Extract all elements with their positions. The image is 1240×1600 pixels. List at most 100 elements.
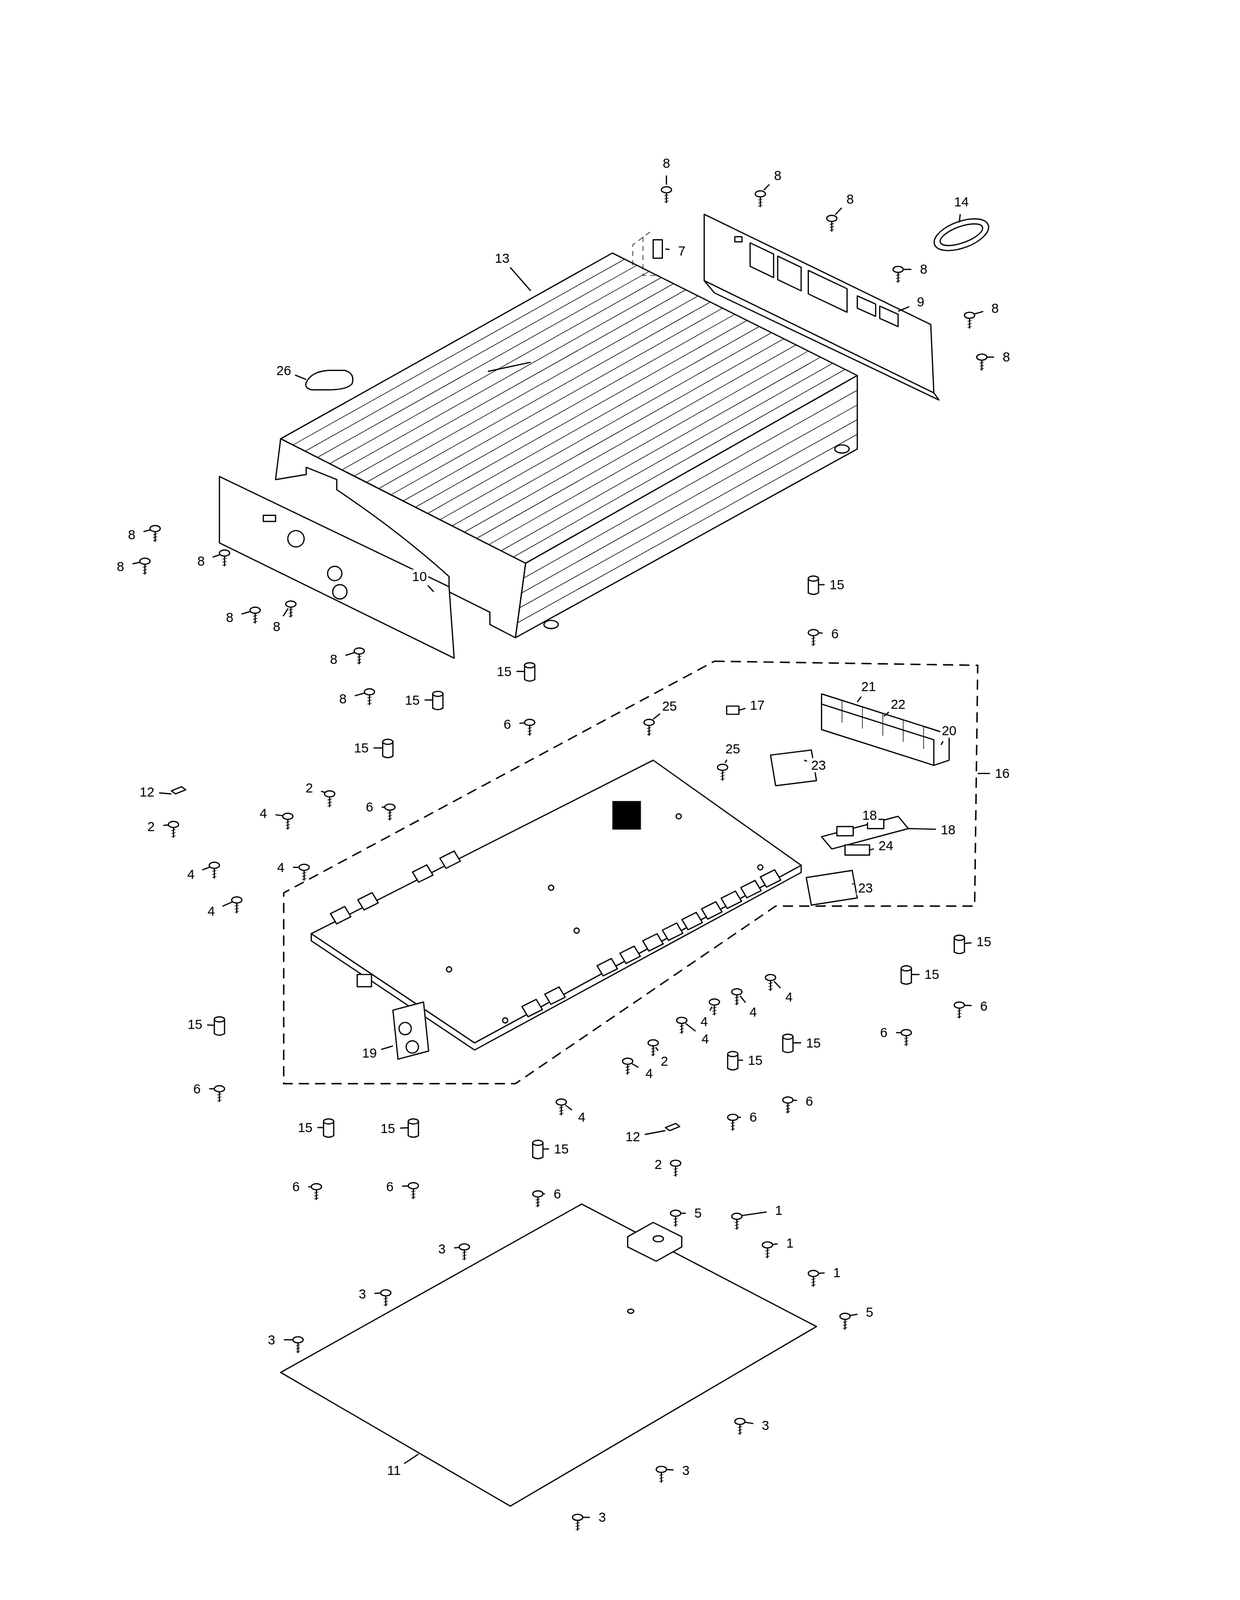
callout-number: 4 [783,989,794,1005]
board-hole [548,885,554,891]
screw-head [532,1190,543,1197]
screw-thread [142,566,147,574]
clip [726,706,739,715]
callout-number: 2 [304,780,315,795]
screw-thread [383,1298,388,1306]
callout-number: 6 [978,999,989,1014]
leader-line [354,693,365,697]
heatsink-fin [488,356,821,545]
screw-head [384,803,395,810]
leader-line [835,207,842,215]
leader-line [292,866,299,869]
screw-thread [285,821,290,829]
plate-hole [327,566,342,581]
callout-number: 4 [206,904,217,919]
screw-thread [462,1252,467,1260]
screw-thread [217,1094,222,1102]
screw-head [826,215,837,222]
leader-line [381,1045,393,1050]
screw-thread [288,609,293,617]
screw [324,790,335,808]
screw-thread [234,905,239,913]
leader-line [345,652,355,656]
power-transistor [701,901,723,919]
standoff-top [808,576,819,582]
power-transistor [619,946,641,964]
screw-thread [734,1221,739,1229]
ground-clip [171,786,186,794]
screw [408,1182,419,1200]
screw [250,607,261,624]
leader-line [163,824,169,826]
callout-number: 8 [328,652,339,667]
callout-number: 15 [828,577,846,592]
leader-line [940,741,944,745]
leader-line [977,773,990,775]
standoff [954,935,965,954]
screw-thread [758,199,763,207]
callout-number: 8 [337,692,348,707]
board-hole [446,966,452,972]
leader-line [680,1212,686,1215]
power-transistor [357,892,379,910]
callout-number: 6 [384,1179,395,1195]
screw-head [734,1418,745,1425]
leader-line [908,828,937,830]
screw-head [219,550,230,557]
screw-thread [296,1345,301,1353]
standoff [808,576,819,595]
leader-line [202,867,210,870]
screw-head [292,1336,303,1343]
screw [524,719,535,736]
screw [755,190,766,208]
leader-line [404,1454,419,1464]
callout-number: 8 [224,610,235,625]
screw-head [459,1244,470,1251]
screw [782,1097,793,1114]
leader-line [793,1099,798,1102]
screw [150,525,161,543]
leader-line [454,1247,460,1249]
callout-number: 16 [993,766,1011,781]
heatsink-fin [476,351,809,539]
screw-thread [904,1037,909,1045]
screw-head [782,1097,793,1104]
callout-number: 4 [576,1110,587,1125]
power-transistor [439,851,461,869]
callout-number: 1 [784,1235,795,1251]
leader-line [896,1032,902,1034]
callout-number: 15 [379,1121,397,1136]
leader-line [159,793,172,794]
leader-line [374,1292,382,1295]
standoff-top [532,1140,543,1146]
leader-line [283,1339,293,1341]
screw-thread [327,798,332,807]
leader-line [652,713,660,720]
screw-head [731,1213,742,1220]
screw-thread [664,195,669,203]
screw-head [901,1029,912,1036]
leader-line [665,175,668,185]
leader-line [373,747,383,749]
screw-head [762,1241,773,1248]
screw-thread [535,1199,540,1207]
screw-thread [212,870,217,878]
callout-number: 15 [746,1053,764,1068]
screw-thread [651,1048,656,1056]
standoff-top [524,662,535,668]
screw-head [408,1182,419,1189]
screw [765,974,776,991]
board-hole [758,864,764,870]
standoff [524,662,535,682]
leader-line [222,902,232,907]
callout-number: 6 [878,1025,889,1040]
screw-head [354,647,365,654]
screw [282,813,293,830]
screw [717,764,728,781]
end-plate [704,214,939,400]
plate-hole [287,530,305,548]
leader-line [516,670,525,673]
screw [826,215,837,232]
leader-line [737,1059,743,1061]
standoff-top [323,1119,334,1125]
